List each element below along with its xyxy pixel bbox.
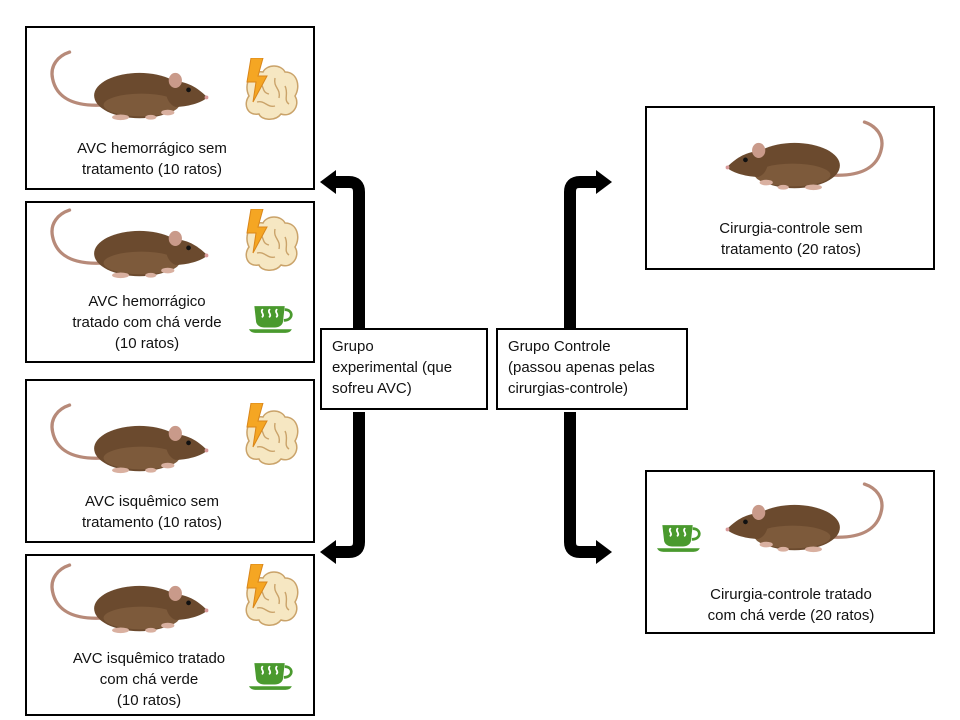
rat-icon [719, 482, 889, 558]
arrow-icon [564, 412, 596, 558]
brain-lightning-icon [241, 564, 301, 634]
box-hemorrhagic-untreated: AVC hemorrágico sem tratamento (10 ratos… [25, 26, 315, 190]
arrow-icon [334, 412, 365, 558]
box-control-tea: Cirurgia-controle tratado com chá verde … [645, 470, 935, 634]
rat-icon [45, 403, 215, 479]
rat-icon [45, 208, 215, 284]
arrow-icon [334, 176, 365, 328]
brain-lightning-icon [241, 403, 301, 473]
green-tea-cup-icon [657, 516, 707, 552]
box-label: Cirurgia-controle sem tratamento (20 rat… [719, 220, 863, 258]
arrow-icon [564, 176, 596, 328]
box-label: AVC hemorrágico sem tratamento (10 ratos… [77, 140, 227, 178]
box-ischemic-untreated: AVC isquêmico sem tratamento (10 ratos) [25, 379, 315, 543]
box-control-untreated: Cirurgia-controle sem tratamento (20 rat… [645, 106, 935, 270]
experimental-group-box: Grupo experimental (que sofreu AVC) [320, 328, 488, 410]
rat-icon [45, 563, 215, 639]
brain-lightning-icon [241, 58, 301, 128]
rat-icon [719, 120, 889, 196]
box-label: Cirurgia-controle tratado com chá verde … [707, 586, 875, 624]
box-hemorrhagic-tea: AVC hemorrágico tratado com chá verde (1… [25, 201, 315, 363]
box-ischemic-tea: AVC isquêmico tratado com chá verde (10 … [25, 554, 315, 716]
box-label: AVC isquêmico sem tratamento (10 ratos) [81, 493, 223, 531]
box-label: AVC isquêmico tratado com chá verde (10 … [72, 650, 226, 709]
rat-icon [45, 50, 215, 126]
control-group-label: Grupo Controle (passou apenas pelas ciru… [508, 338, 655, 397]
control-group-box: Grupo Controle (passou apenas pelas ciru… [496, 328, 688, 410]
experimental-group-label: Grupo experimental (que sofreu AVC) [332, 338, 453, 397]
box-label: AVC hemorrágico tratado com chá verde (1… [72, 293, 222, 352]
brain-lightning-icon [241, 209, 301, 279]
